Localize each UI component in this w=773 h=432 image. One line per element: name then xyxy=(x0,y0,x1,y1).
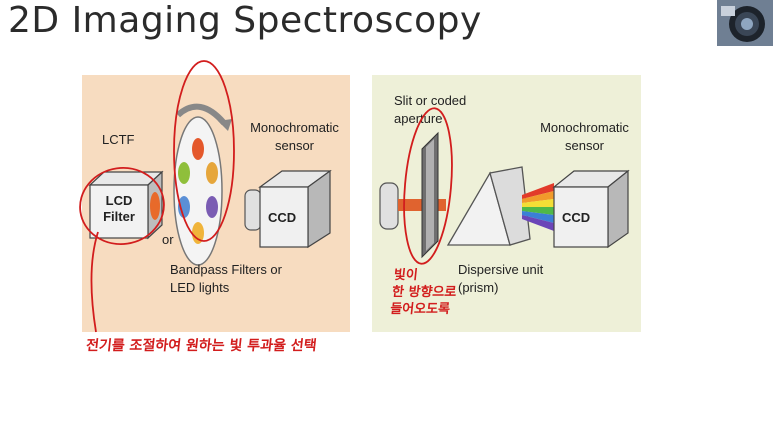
slit-prism-diagram-panel: Slit or coded aperture Monochromatic sen… xyxy=(372,75,641,332)
slit-prism-graphics xyxy=(379,131,630,259)
camera-logo-icon xyxy=(717,0,773,46)
ccd-camera-right xyxy=(552,169,630,249)
monochromatic-sensor-label-right: Monochromatic sensor xyxy=(540,120,629,153)
lctf-label: LCTF xyxy=(102,132,135,147)
lcd-filter-box xyxy=(88,170,164,240)
handwritten-note-right: 빛이 한 방향으로 들어오도록 xyxy=(389,268,458,317)
lctf-diagram-panel: LCTF LCD Filter or Monochromatic sensor … xyxy=(82,75,350,332)
or-label: or xyxy=(162,232,174,247)
slit-aperture-label: Slit or coded aperture xyxy=(394,93,467,126)
dispersive-unit-label: Dispersive unit (prism) xyxy=(458,262,544,295)
lctf-diagram-graphics xyxy=(88,103,332,266)
slide-title: 2D Imaging Spectroscopy xyxy=(8,0,482,41)
lcd-filter-label: LCD Filter xyxy=(103,193,135,224)
filter-wheel xyxy=(173,103,232,266)
bandpass-filters-label: Bandpass Filters or LED lights xyxy=(170,262,282,295)
handwritten-note-left: 전기를 조절하여 원하는 빛 투과율 선택 xyxy=(85,338,318,354)
ccd-label-right: CCD xyxy=(562,210,591,225)
ccd-camera-left xyxy=(244,169,332,249)
monochromatic-sensor-label-left: Monochromatic sensor xyxy=(250,120,339,153)
ccd-label-left: CCD xyxy=(268,210,297,225)
